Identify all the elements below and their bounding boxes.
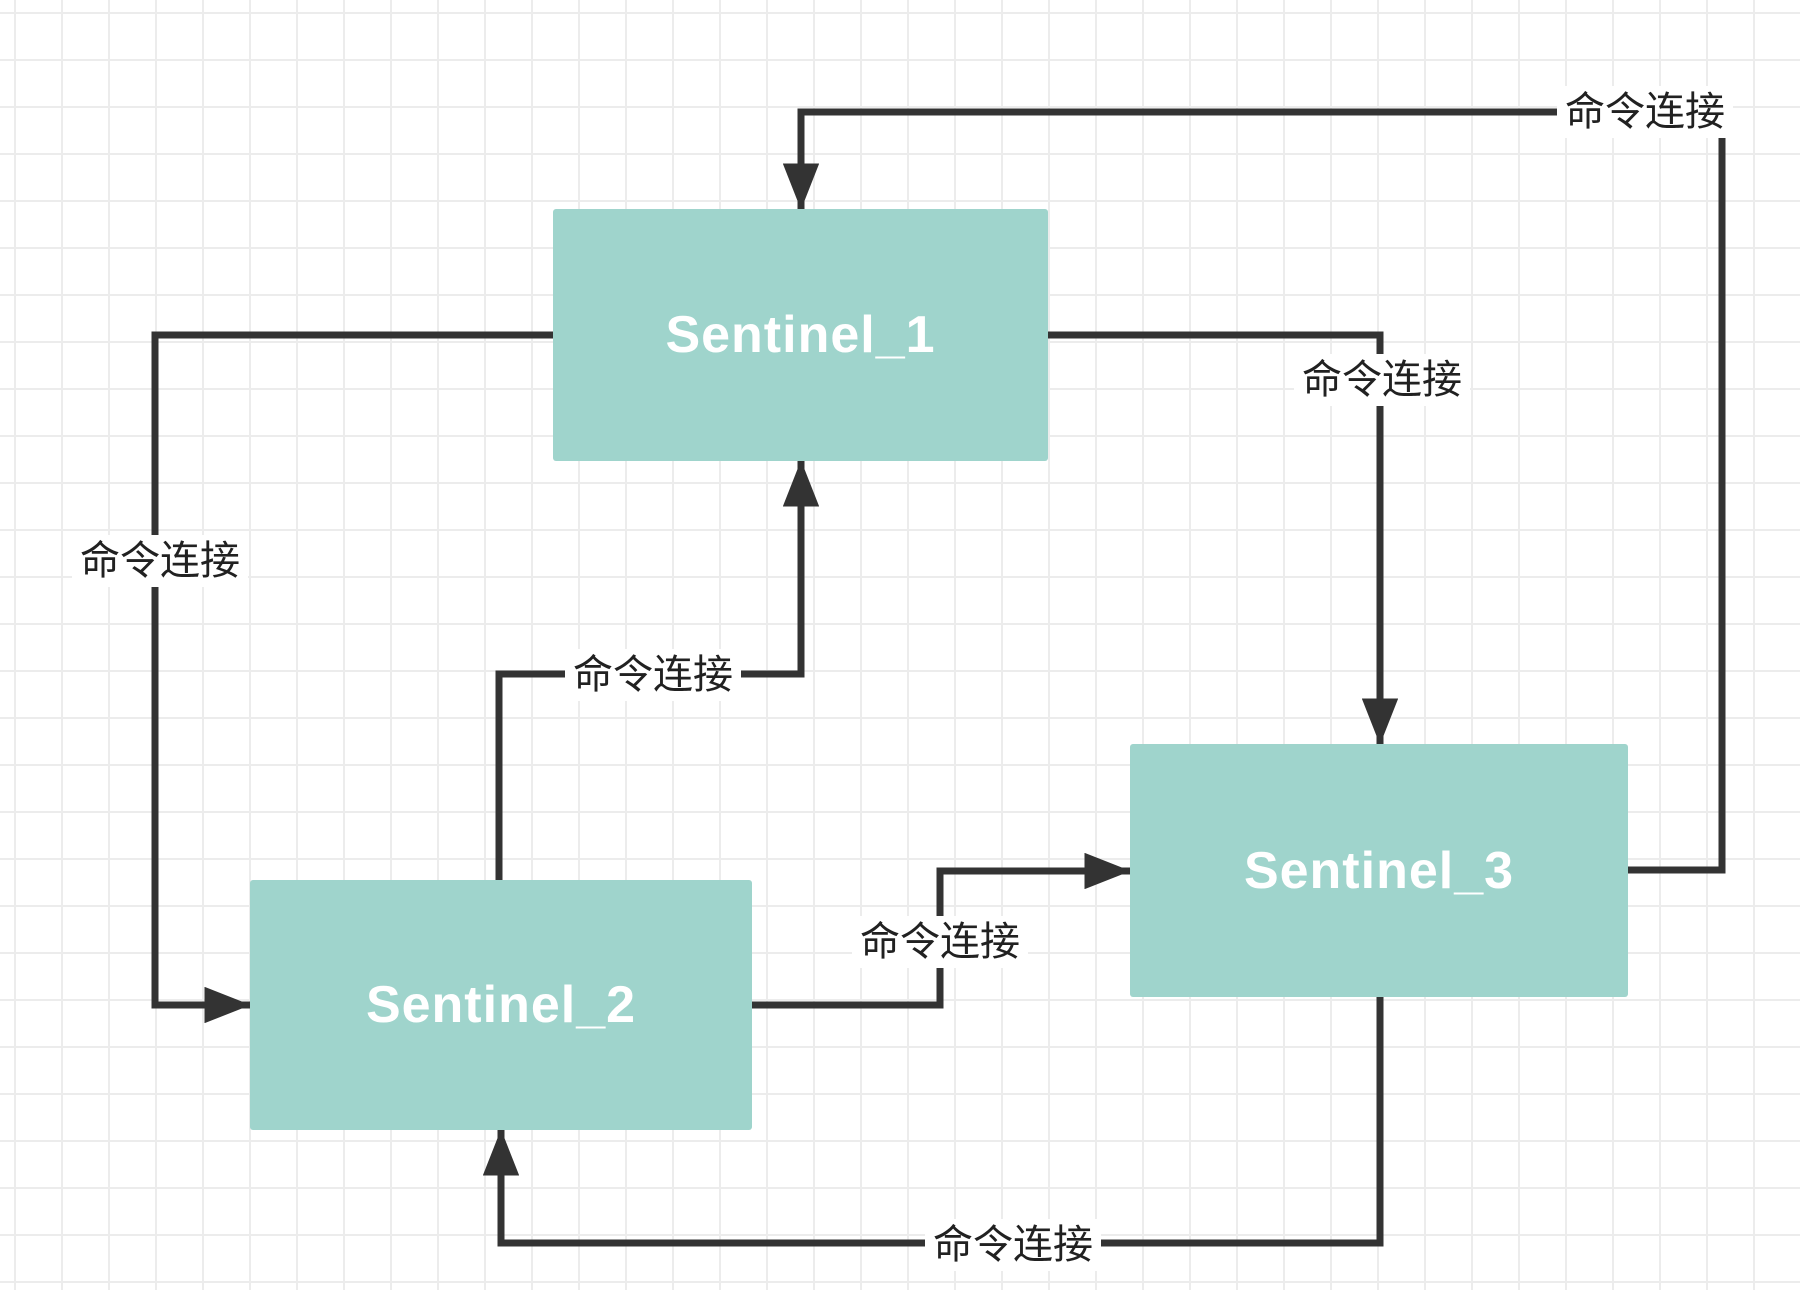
edge-sentinel1-to-sentinel2[interactable] [151,331,553,1024]
node-sentinel-1-label: Sentinel_1 [665,306,936,364]
edge-label-s3-s2[interactable]: 命令连接 [925,1219,1101,1271]
edge-label-s2-s1[interactable]: 命令连接 [565,649,741,701]
node-sentinel-3[interactable]: Sentinel_3 [1130,744,1628,997]
node-sentinel-1[interactable]: Sentinel_1 [553,209,1048,461]
node-sentinel-3-label: Sentinel_3 [1243,841,1515,900]
edge-label-s1-s2[interactable]: 命令连接 [72,535,248,587]
edge-sentinel1-to-sentinel3[interactable] [1048,331,1399,745]
node-sentinel-2[interactable]: Sentinel_2 [250,880,752,1130]
edge-label-s1-s3[interactable]: 命令连接 [1294,354,1470,406]
edge-label-s2-s3[interactable]: 命令连接 [852,916,1028,968]
edge-label-s3-s1[interactable]: 命令连接 [1557,86,1733,138]
node-sentinel-2-label: Sentinel_2 [365,976,637,1034]
